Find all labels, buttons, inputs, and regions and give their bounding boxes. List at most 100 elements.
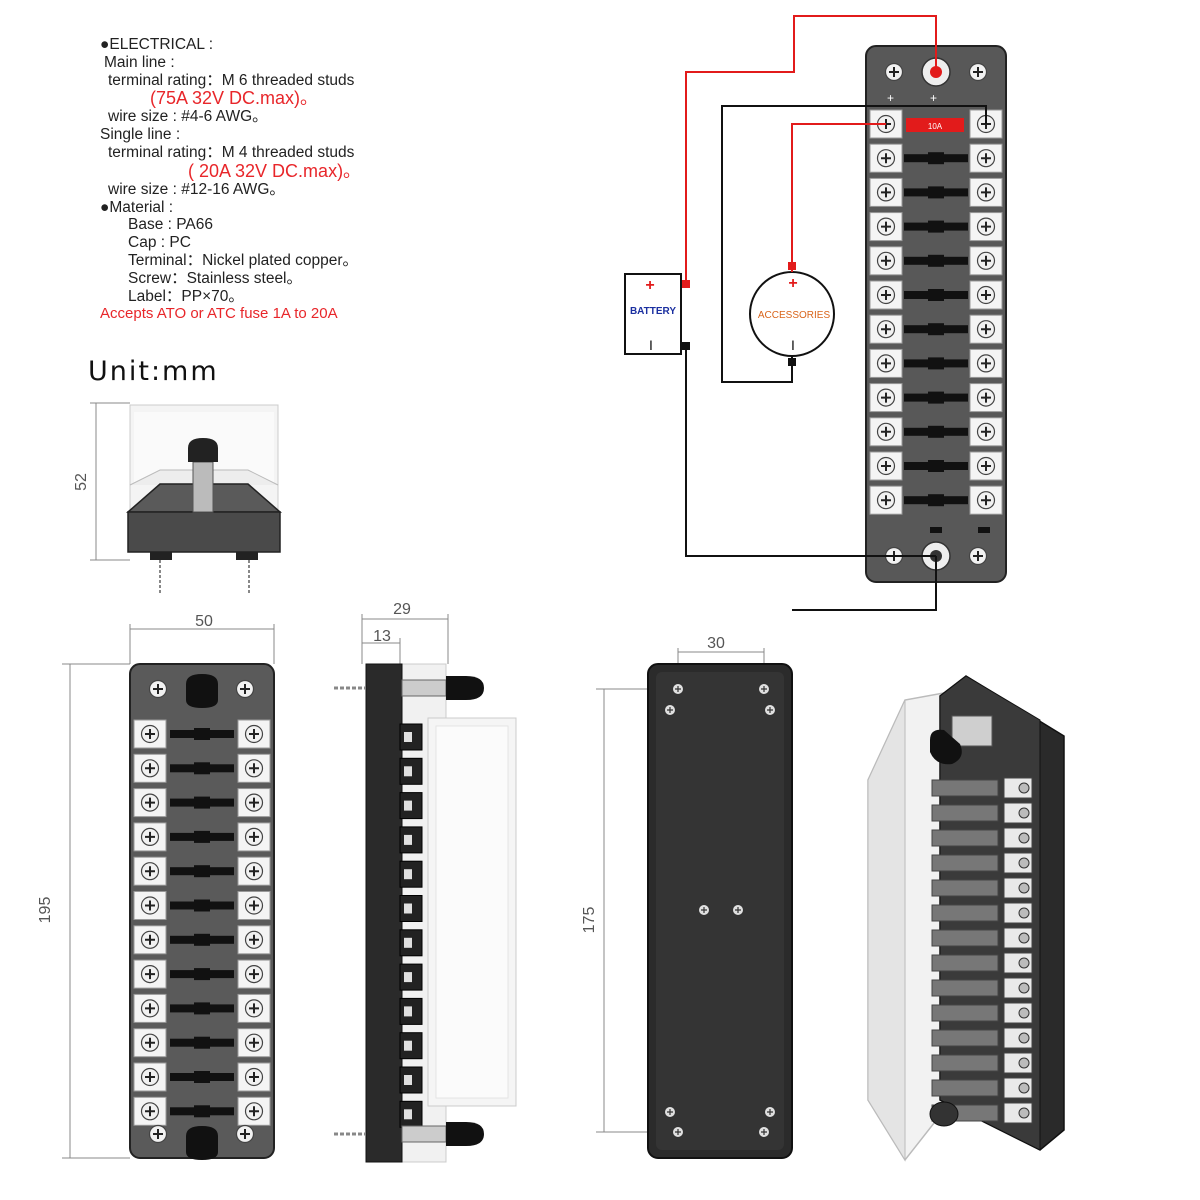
side-view: 29 13 [334, 601, 517, 1163]
fuse-row [133, 856, 271, 886]
dimension-width: 50 [195, 613, 213, 630]
base-side [365, 663, 403, 1163]
terminal-screw-icon [140, 793, 160, 813]
side-section-view: 52 [73, 402, 282, 594]
terminal-screw-icon [976, 388, 996, 408]
fuse-row [133, 993, 271, 1023]
terminal-screw-icon [976, 285, 996, 305]
spec-fuse-range: Accepts ATO or ATC fuse 1A to 20A [100, 305, 338, 323]
fuse-row [869, 280, 1003, 310]
mount-hole-icon [671, 682, 685, 696]
terminal-screw-icon [140, 758, 160, 778]
terminal-screw-icon [244, 724, 264, 744]
battery-negative-wire [685, 346, 936, 557]
mount-screw-icon [884, 62, 904, 82]
terminal-screw-icon [140, 1067, 160, 1087]
stud-cap [188, 438, 218, 462]
stud-cap [186, 674, 218, 708]
spec-single-line: Single line : [100, 126, 181, 144]
fuse-row [133, 753, 271, 783]
svg-text:+: + [645, 277, 654, 294]
terminal-screw-icon [876, 319, 896, 339]
terminal-screw-icon [976, 251, 996, 271]
front-view: 50 195 [37, 613, 275, 1160]
terminal-screw-icon [140, 1033, 160, 1053]
dimension-side-base: 13 [373, 628, 391, 645]
dimension-height: 52 [73, 473, 90, 491]
spec-cap: Cap : PC [128, 234, 191, 252]
plus-marker: + [887, 91, 894, 105]
terminal-screw-icon [140, 964, 160, 984]
spec-terminal: Terminal：Nickel plated copper。 [128, 251, 359, 269]
accessory-negative-wire [721, 105, 987, 383]
stud-section [192, 461, 214, 513]
back-view: 30 175 [581, 635, 793, 1159]
terminal-screw-icon [244, 793, 264, 813]
fuse-rows [869, 109, 1003, 515]
terminal-screw-icon [976, 217, 996, 237]
fuse-row [869, 348, 1003, 378]
svg-text:+: + [930, 91, 937, 105]
terminal-screw-icon [976, 490, 996, 510]
fuse-row [133, 822, 271, 852]
terminal-screw-icon [244, 1067, 264, 1087]
fuse-row [133, 719, 271, 749]
battery-label: BATTERY [630, 306, 676, 317]
fuse-row [869, 177, 1003, 207]
fuse-rows [133, 719, 271, 1126]
fuse-row [869, 417, 1003, 447]
terminal-screw-icon [976, 182, 996, 202]
svg-text:+: + [788, 275, 797, 292]
battery-icon [624, 273, 682, 355]
terminal-screw-icon [976, 319, 996, 339]
terminal-screw-icon [976, 353, 996, 373]
fuse-row [133, 788, 271, 818]
isometric-view [867, 675, 1065, 1162]
terminal-screw-icon [244, 1033, 264, 1053]
terminal-screw-icon [244, 964, 264, 984]
accessory-positive-wire [791, 123, 886, 272]
terminal-screw-icon [140, 930, 160, 950]
fuse-row [869, 314, 1003, 344]
fuse-row [869, 451, 1003, 481]
fuse-row [133, 925, 271, 955]
terminal-screw-icon [140, 724, 160, 744]
spec-main-wire: wire size : #4-6 AWG。 [108, 108, 268, 126]
accessories-label: ACCESSORIES [758, 310, 831, 321]
terminal-screw-icon [244, 758, 264, 778]
terminal-screw-icon [876, 353, 896, 373]
spec-electrical-heading: ●ELECTRICAL : [100, 36, 214, 53]
specifications-block: ●ELECTRICAL : Main line : terminal ratin… [96, 36, 456, 323]
red-fuse-10a [906, 118, 964, 132]
terminal-screw-icon [976, 456, 996, 476]
terminal-screw-icon [876, 456, 896, 476]
fuse-row [869, 143, 1003, 173]
spec-material-heading: ●Material : [100, 198, 174, 216]
terminal-screw-icon [140, 827, 160, 847]
terminal-screw-icon [244, 1101, 264, 1121]
fuse-row [133, 1096, 271, 1126]
spec-base: Base : PA66 [128, 216, 214, 234]
minus-marker [930, 527, 942, 533]
terminal-screw-icon [876, 251, 896, 271]
terminal-screw-icon [244, 930, 264, 950]
svg-text:I: I [649, 337, 653, 353]
fuse-row [133, 891, 271, 920]
terminal-screw-icon [140, 861, 160, 881]
terminal-screw-icon [876, 490, 896, 510]
fuse-row [133, 1028, 271, 1058]
fuse-row [133, 1062, 271, 1092]
spec-single-max: ( 20A 32V DC.max)。 [188, 160, 362, 181]
spec-main-line: Main line : [104, 53, 175, 71]
fuse-row [133, 959, 271, 989]
terminal-screw-icon [876, 285, 896, 305]
terminal-screw-icon [876, 388, 896, 408]
svg-text:I: I [791, 337, 795, 353]
terminal-screw-icon [976, 148, 996, 168]
terminal-screw-icon [140, 998, 160, 1018]
mount-screw-icon [968, 546, 988, 566]
terminal-screw-icon [876, 217, 896, 237]
spec-main-rating: terminal rating：M 6 threaded studs [108, 71, 355, 89]
wiring-diagram: + + 10A + BATTERY I + ACCESSORIES I [624, 15, 1007, 611]
